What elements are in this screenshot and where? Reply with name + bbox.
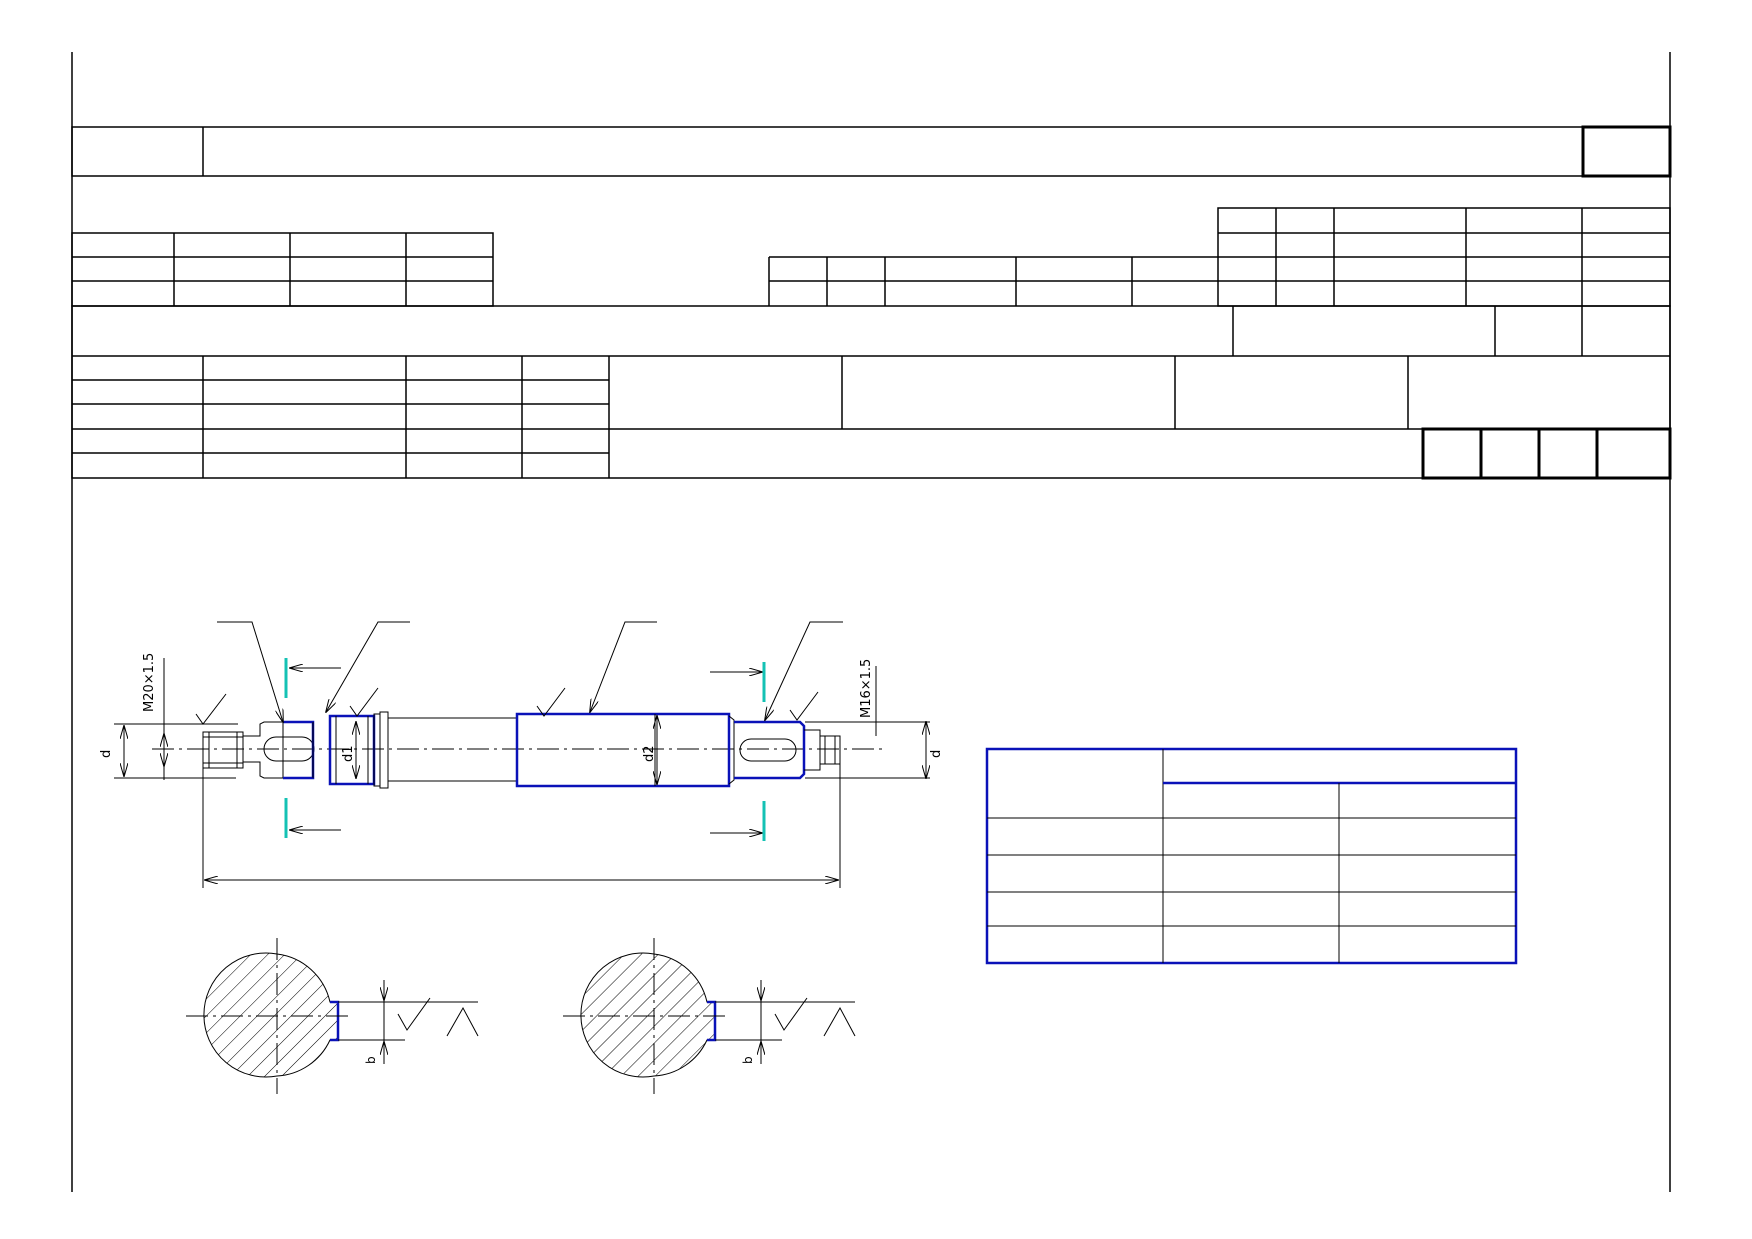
roughness-symbol (349, 687, 379, 717)
header-table-left (71, 232, 494, 307)
shaft-drawing (114, 621, 930, 888)
roughness-symbol (536, 687, 566, 717)
roughness-symbol (789, 691, 819, 721)
label-b-left: b (364, 1056, 378, 1064)
roughness-symbol (823, 1006, 856, 1037)
roughness-symbol (195, 693, 227, 725)
roughness-symbol (774, 997, 808, 1031)
cross-section-right: b (563, 938, 856, 1094)
label-d-left: d (99, 750, 114, 758)
cross-section-left: b (186, 938, 479, 1094)
label-d1: d1 (341, 745, 356, 762)
leader-line (326, 621, 410, 712)
leader-line (590, 621, 657, 712)
label-right-thread: M16×1.5 (859, 659, 874, 718)
label-d-right: d (929, 750, 944, 758)
info-block (71, 305, 1671, 479)
roughness-symbol (446, 1006, 479, 1037)
label-left-thread: M20×1.5 (142, 653, 157, 712)
header-table-right (768, 207, 1671, 307)
section-marks (284, 658, 766, 841)
leader-line (765, 621, 843, 720)
title-bar (71, 125, 1672, 178)
roughness-symbol (397, 997, 431, 1031)
dimension-labels: M20×1.5 M16×1.5 d d1 d2 d (99, 653, 944, 762)
label-b-right: b (741, 1056, 755, 1064)
leader-line (217, 621, 283, 722)
page-number-boxes (1421, 427, 1672, 480)
label-d2: d2 (642, 745, 657, 762)
parameter-table (985, 747, 1518, 965)
